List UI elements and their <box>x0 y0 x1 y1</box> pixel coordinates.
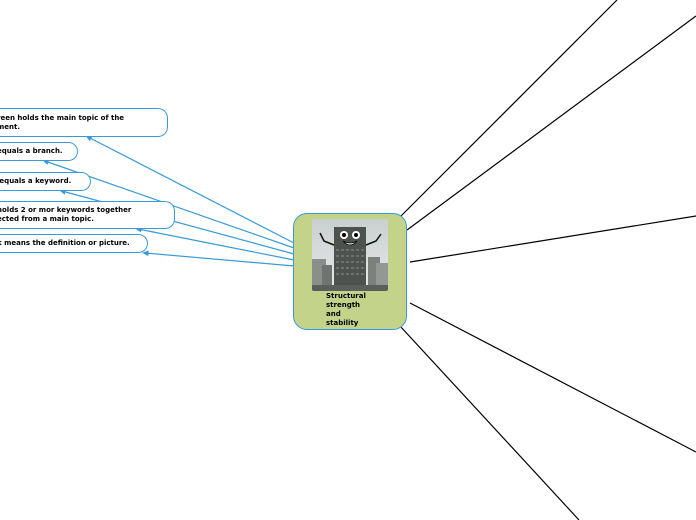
note-connector <box>85 135 295 244</box>
note-connector <box>135 226 295 261</box>
note-text: equals a keyword. <box>0 177 72 185</box>
branch-line <box>406 15 696 231</box>
central-topic-label: Structural strength and stability <box>326 292 366 327</box>
note-definition[interactable]: k means the definition or picture. <box>0 234 148 253</box>
branch-line <box>398 0 618 219</box>
note-sub-branch[interactable]: holds 2 or mor keywords together ected f… <box>0 201 175 229</box>
note-connector <box>142 250 295 267</box>
branch-line <box>399 325 580 520</box>
note-text: reen holds the main topic of the ment. <box>0 113 125 131</box>
note-main-topic[interactable]: reen holds the main topic of the ment. <box>0 108 168 137</box>
note-keyword[interactable]: equals a keyword. <box>0 172 91 191</box>
note-text: k means the definition or picture. <box>0 239 130 247</box>
branch-line <box>409 302 696 453</box>
smiling-building-icon <box>312 219 388 291</box>
note-branch[interactable]: equals a branch. <box>0 142 78 161</box>
note-text: holds 2 or mor keywords together ected f… <box>0 206 132 223</box>
note-text: equals a branch. <box>0 147 63 155</box>
branch-line <box>409 215 696 263</box>
central-topic[interactable]: Structural strength and stability <box>293 213 407 330</box>
